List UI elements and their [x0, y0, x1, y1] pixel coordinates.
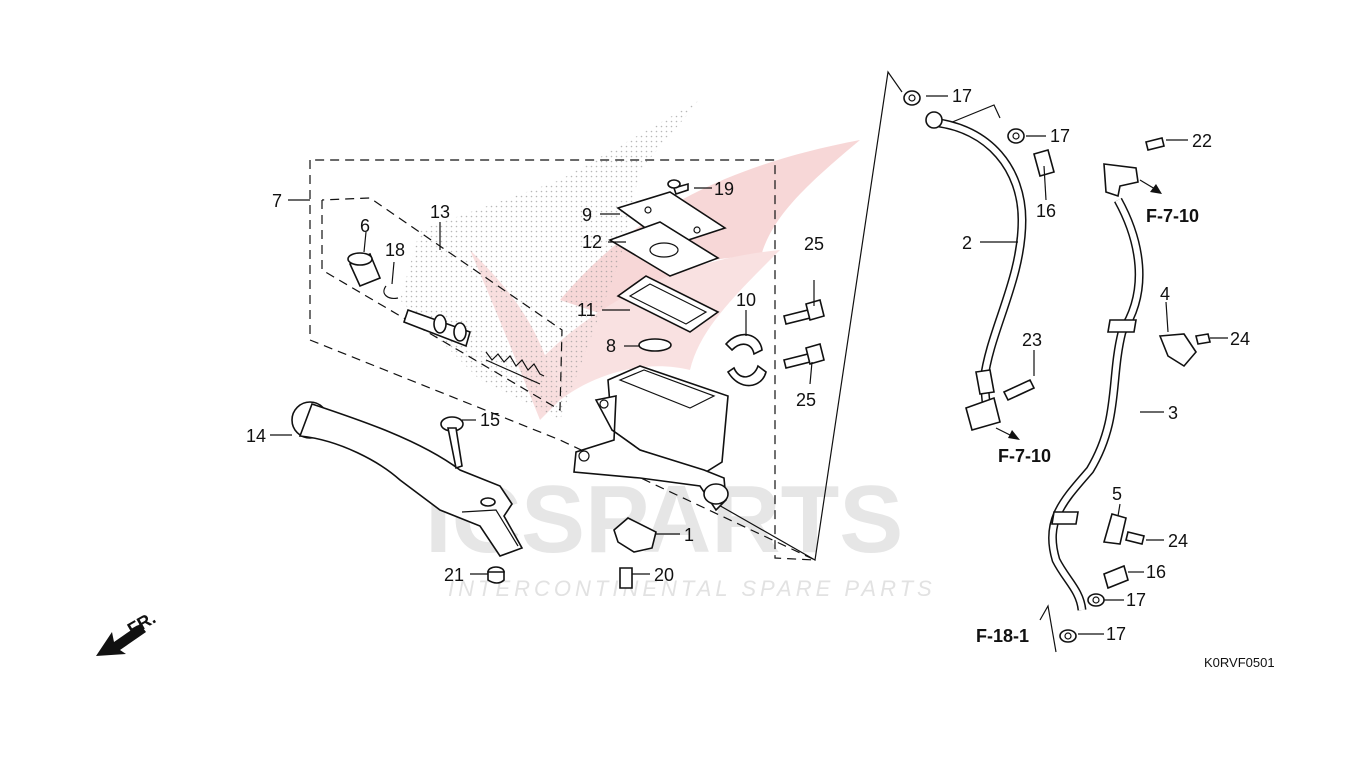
- brake-hose-3: [1047, 163, 1144, 611]
- ref-arrow-lower: [995, 427, 1020, 440]
- callout-17-c: 17: [1126, 590, 1146, 610]
- dotted-shading: [400, 100, 700, 420]
- ref-arrow-upper: [1139, 179, 1162, 194]
- screw-19: [667, 179, 689, 196]
- front-stop-switch: [613, 517, 657, 553]
- callout-24-lower: 24: [1168, 531, 1188, 551]
- boot-6: [347, 252, 382, 288]
- brake-hose-2: [925, 111, 1027, 431]
- callout-9: 9: [582, 205, 592, 225]
- callout-15: 15: [480, 410, 500, 430]
- callout-13: 13: [430, 202, 450, 222]
- callout-3: 3: [1168, 403, 1178, 423]
- cap-21: [487, 566, 505, 584]
- holder-clamp: [724, 333, 767, 387]
- callout-17-d: 17: [1106, 624, 1126, 644]
- spring: [485, 351, 545, 385]
- callout-17-b: 17: [1050, 126, 1070, 146]
- bolt-25-lower: [783, 343, 825, 369]
- callout-24-upper: 24: [1230, 329, 1250, 349]
- washer-17-b: [1007, 128, 1025, 144]
- callout-12: 12: [582, 232, 602, 252]
- washer-17-c: [1087, 593, 1105, 607]
- callout-20: 20: [654, 565, 674, 585]
- bolt-23: [1002, 378, 1036, 402]
- callout-18: 18: [385, 240, 405, 260]
- figure-code: K0RVF0501: [1204, 655, 1275, 670]
- callout-21: 21: [444, 565, 464, 585]
- callout-10: 10: [736, 290, 756, 310]
- piston-13: [402, 308, 471, 348]
- bolt-22: [1145, 137, 1165, 151]
- circlip-18: [383, 285, 399, 299]
- callout-16-b: 16: [1146, 562, 1166, 582]
- clamp-4: [1158, 333, 1198, 368]
- protector-plate: [638, 338, 672, 352]
- oil-bolt-16-b: [1103, 564, 1129, 590]
- washer-17-d: [1059, 629, 1077, 643]
- callout-2: 2: [962, 233, 972, 253]
- callout-16-a: 16: [1036, 201, 1056, 221]
- callout-14: 14: [246, 426, 266, 446]
- callout-19: 19: [714, 179, 734, 199]
- leader-lines-hose: [709, 70, 1001, 561]
- callout-25-upper: 25: [804, 234, 824, 254]
- callout-4: 4: [1160, 284, 1170, 304]
- ref-label-f-7-10-lower: F-7-10: [998, 446, 1051, 466]
- svg-text:INTERCONTINENTAL SPARE PARTS: INTERCONTINENTAL SPARE PARTS: [448, 576, 936, 601]
- pivot-bolt: [440, 416, 464, 470]
- bolt-24-lower: [1125, 531, 1145, 545]
- clamp-5: [1102, 513, 1127, 545]
- callout-6: 6: [360, 216, 370, 236]
- master-cylinder-outline: [309, 159, 816, 561]
- bolt-24-upper: [1195, 333, 1211, 345]
- callout-5: 5: [1112, 484, 1122, 504]
- callout-17-a: 17: [952, 86, 972, 106]
- callout-leaders: [270, 95, 1228, 653]
- diaphragm-plate: [608, 221, 720, 277]
- brake-lever: [291, 401, 524, 557]
- screw-20: [619, 567, 633, 589]
- callout-23: 23: [1022, 330, 1042, 350]
- callout-7: 7: [272, 191, 282, 211]
- callout-1: 1: [684, 525, 694, 545]
- ref-label-f-7-10-upper: F-7-10: [1146, 206, 1199, 226]
- diaphragm: [616, 275, 720, 333]
- front-direction-arrow: FR.: [96, 608, 159, 656]
- ref-label-f-18-1: F-18-1: [976, 626, 1029, 646]
- oil-bolt-16-a: [1033, 149, 1055, 177]
- callout-8: 8: [606, 336, 616, 356]
- callout-11: 11: [577, 300, 596, 320]
- master-cylinder-body: [573, 365, 729, 512]
- bolt-25-upper: [783, 299, 825, 325]
- callout-25-lower: 25: [796, 390, 816, 410]
- washer-17-a: [903, 90, 921, 106]
- callout-22: 22: [1192, 131, 1212, 151]
